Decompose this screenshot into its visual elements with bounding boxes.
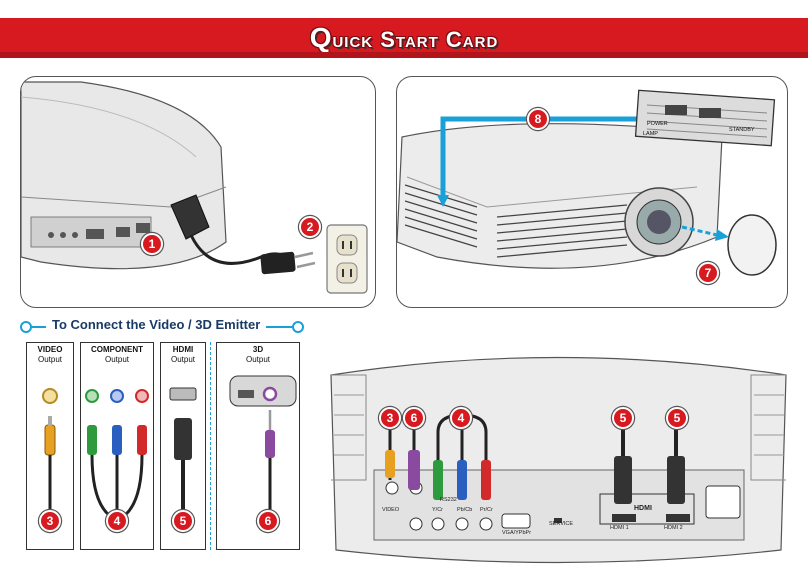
- col-step-4-badge: 4: [106, 510, 128, 532]
- col-step-3-badge: 3: [39, 510, 61, 532]
- rear-step-6-badge: 6: [403, 407, 425, 429]
- section-divider: [210, 342, 211, 550]
- power-button-label: POWER: [647, 121, 668, 127]
- lamp-label: LAMP: [643, 131, 658, 137]
- port-label-hdmi2: HDMI 2: [664, 525, 683, 531]
- port-label-video: VIDEO: [382, 507, 400, 513]
- port-label-y: Y/Cr: [432, 507, 443, 513]
- page-title: Quick Start Card: [309, 22, 499, 53]
- step-1-badge: 1: [141, 233, 163, 255]
- port-label-service: SERVICE: [549, 521, 574, 527]
- standby-label: STANDBY: [729, 127, 755, 133]
- rear-panel-illustration: [330, 356, 787, 564]
- hdmi-logo: HDMI: [634, 505, 652, 512]
- port-label-hdmi1: HDMI 1: [610, 525, 629, 531]
- projector-front-illustration: [397, 89, 777, 276]
- step-2-badge: 2: [299, 216, 321, 238]
- rear-step-4-badge: 4: [450, 407, 472, 429]
- rear-step-5a-badge: 5: [612, 407, 634, 429]
- port-label-vga: VGA/YPbPr: [502, 530, 532, 536]
- port-label-rs232: RS232: [440, 497, 457, 503]
- power-connection-panel: [20, 76, 376, 308]
- step-7-badge: 7: [697, 262, 719, 284]
- title-banner: Quick Start Card: [0, 18, 808, 58]
- col-step-6-badge: 6: [257, 510, 279, 532]
- port-label-pr: Pr/Cr: [480, 507, 493, 513]
- emitter-section-heading: To Connect the Video / 3D Emitter: [20, 316, 304, 336]
- rear-step-3-badge: 3: [379, 407, 401, 429]
- col-step-5-badge: 5: [172, 510, 194, 532]
- rear-step-5b-badge: 5: [666, 407, 688, 429]
- output-cables-illustration: [42, 375, 297, 522]
- step-8-badge: 8: [527, 108, 549, 130]
- emitter-heading-text: To Connect the Video / 3D Emitter: [46, 317, 267, 332]
- power-on-panel: POWER LAMP STANDBY: [396, 76, 788, 308]
- power-connection-illustration: [21, 81, 368, 294]
- port-label-pb: Pb/Cb: [457, 507, 473, 513]
